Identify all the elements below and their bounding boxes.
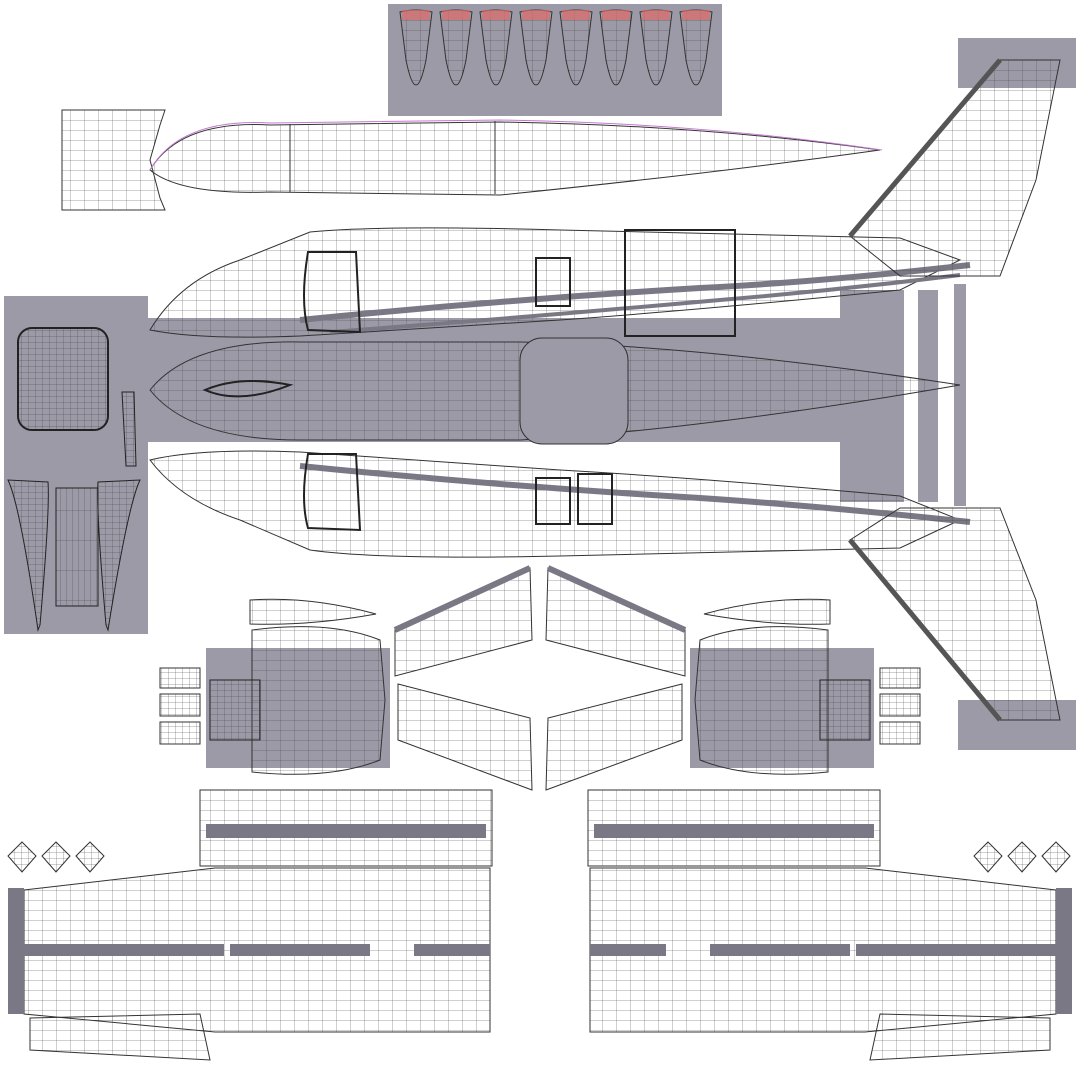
small-part xyxy=(973,841,1003,873)
engine-nacelle-right-island xyxy=(690,598,921,775)
propeller-blade-tip xyxy=(562,10,590,20)
engine-nacelle-left-island xyxy=(159,598,390,775)
fuselage-main-island xyxy=(148,284,966,506)
vertical-tail-bottom-island xyxy=(848,507,1076,750)
wing-right-island xyxy=(587,789,1072,1061)
propeller-blade-tip xyxy=(442,10,470,20)
propeller-blade-tip xyxy=(522,10,550,20)
small-part xyxy=(41,841,71,873)
propeller-blade-tip xyxy=(482,10,510,20)
fuselage-side-bottom-island xyxy=(149,450,971,558)
horizontal-stabilizer-left-island xyxy=(393,565,533,791)
horizontal-stabilizer-right-island xyxy=(545,565,687,791)
propeller-blade-tip xyxy=(642,10,670,20)
propeller-blades-island xyxy=(388,4,722,116)
fuselage-top-island xyxy=(61,109,883,211)
small-part xyxy=(75,841,105,873)
vertical-tail-top-island xyxy=(848,38,1076,277)
propeller-blade-tip xyxy=(602,10,630,20)
small-part xyxy=(1007,841,1037,873)
fuselage-side-top-island xyxy=(149,227,971,338)
propeller-blade-tip xyxy=(402,10,430,20)
small-part xyxy=(7,841,37,873)
propeller-blade-tip xyxy=(682,10,710,20)
wing-left-island xyxy=(7,789,493,1061)
small-part xyxy=(1041,841,1071,873)
cockpit-panel-island xyxy=(4,296,148,634)
